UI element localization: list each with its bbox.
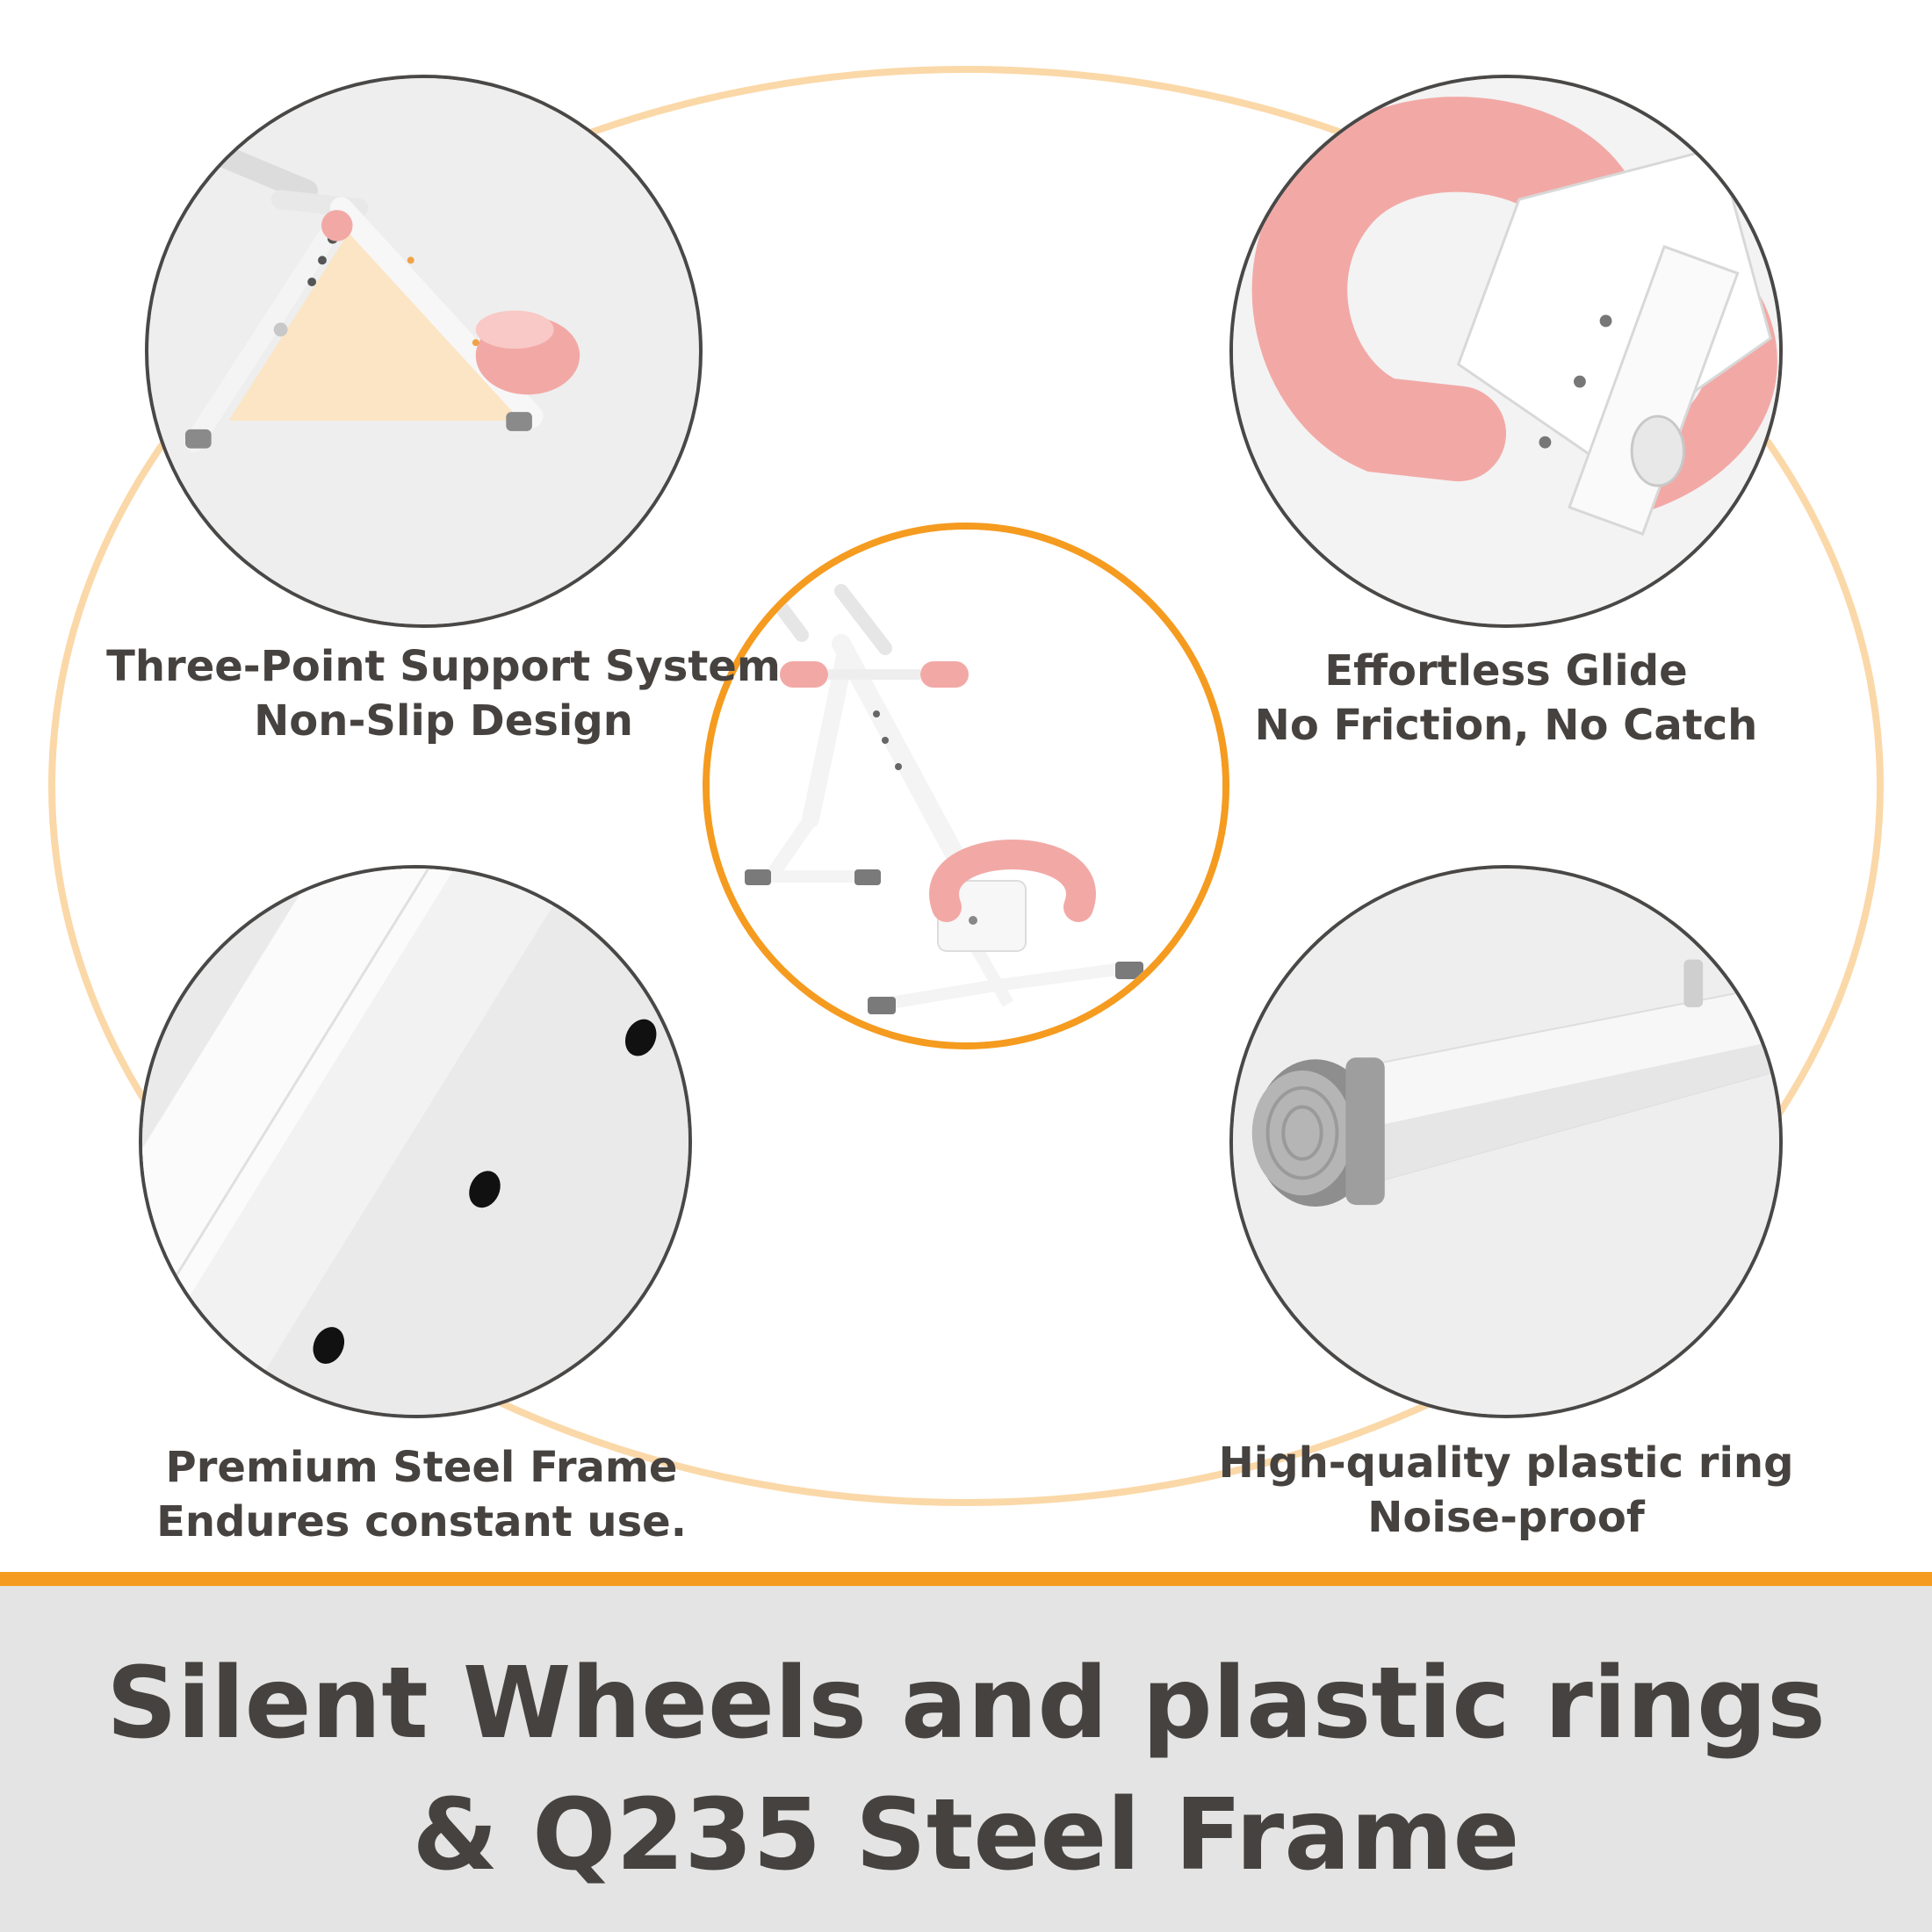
decorative-ellipse [48,66,1884,1506]
support-detail-image [145,75,703,628]
glide-detail-image [1229,75,1783,628]
steel-frame-detail-image [139,865,692,1418]
feature-title: Effortless Glide [1324,646,1688,696]
product-main-image [703,523,1229,1049]
feature-subtitle: Endures constant use. [156,1497,687,1546]
feature-subtitle: Non-Slip Design [254,696,633,746]
feature-subtitle: Noise-proof [1367,1493,1645,1542]
feature-title: Three-Point Support System [106,642,781,691]
feature-title: High-quality plastic ring [1218,1438,1794,1488]
feature-title: Premium Steel Frame [165,1443,678,1492]
bottom-banner [0,1586,1932,1932]
feature-caption-ring: High-quality plastic ring Noise-proof [1133,1436,1879,1545]
feature-subtitle: No Friction, No Catch [1254,701,1758,750]
banner-headline-line1: Silent Wheels and plastic rings [106,1647,1826,1761]
plastic-ring-detail-image [1229,865,1783,1418]
banner-headline-line2: & Q235 Steel Frame [412,1778,1520,1892]
feature-caption-frame: Premium Steel Frame Endures constant use… [48,1440,795,1549]
feature-caption-glide: Effortless Glide No Friction, No Catch [1133,644,1879,753]
orange-divider [0,1572,1932,1586]
feature-caption-support: Three-Point Support System Non-Slip Desi… [70,639,817,748]
